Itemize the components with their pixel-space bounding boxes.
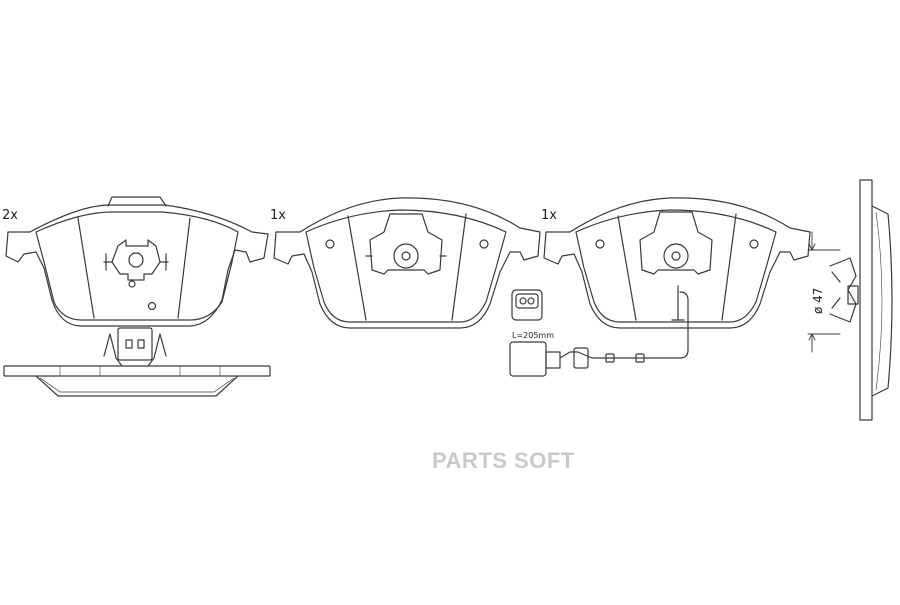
- diameter-dimension: [807, 231, 841, 353]
- watermark-text: PARTS SOFT: [432, 448, 575, 473]
- diameter-label: ø 47: [811, 288, 825, 314]
- qty-middle-label: 1x: [270, 208, 286, 223]
- pad-left-side: [3, 327, 271, 397]
- pad-left-front: [5, 196, 269, 327]
- pad-right-side: [829, 179, 893, 421]
- wear-sensor: [509, 285, 689, 377]
- qty-left-label: 2x: [2, 208, 18, 223]
- pad-right: [543, 197, 811, 329]
- pad-middle: [273, 197, 541, 329]
- cable-length-label: L=205mm: [512, 331, 554, 340]
- qty-right-label: 1x: [541, 208, 557, 223]
